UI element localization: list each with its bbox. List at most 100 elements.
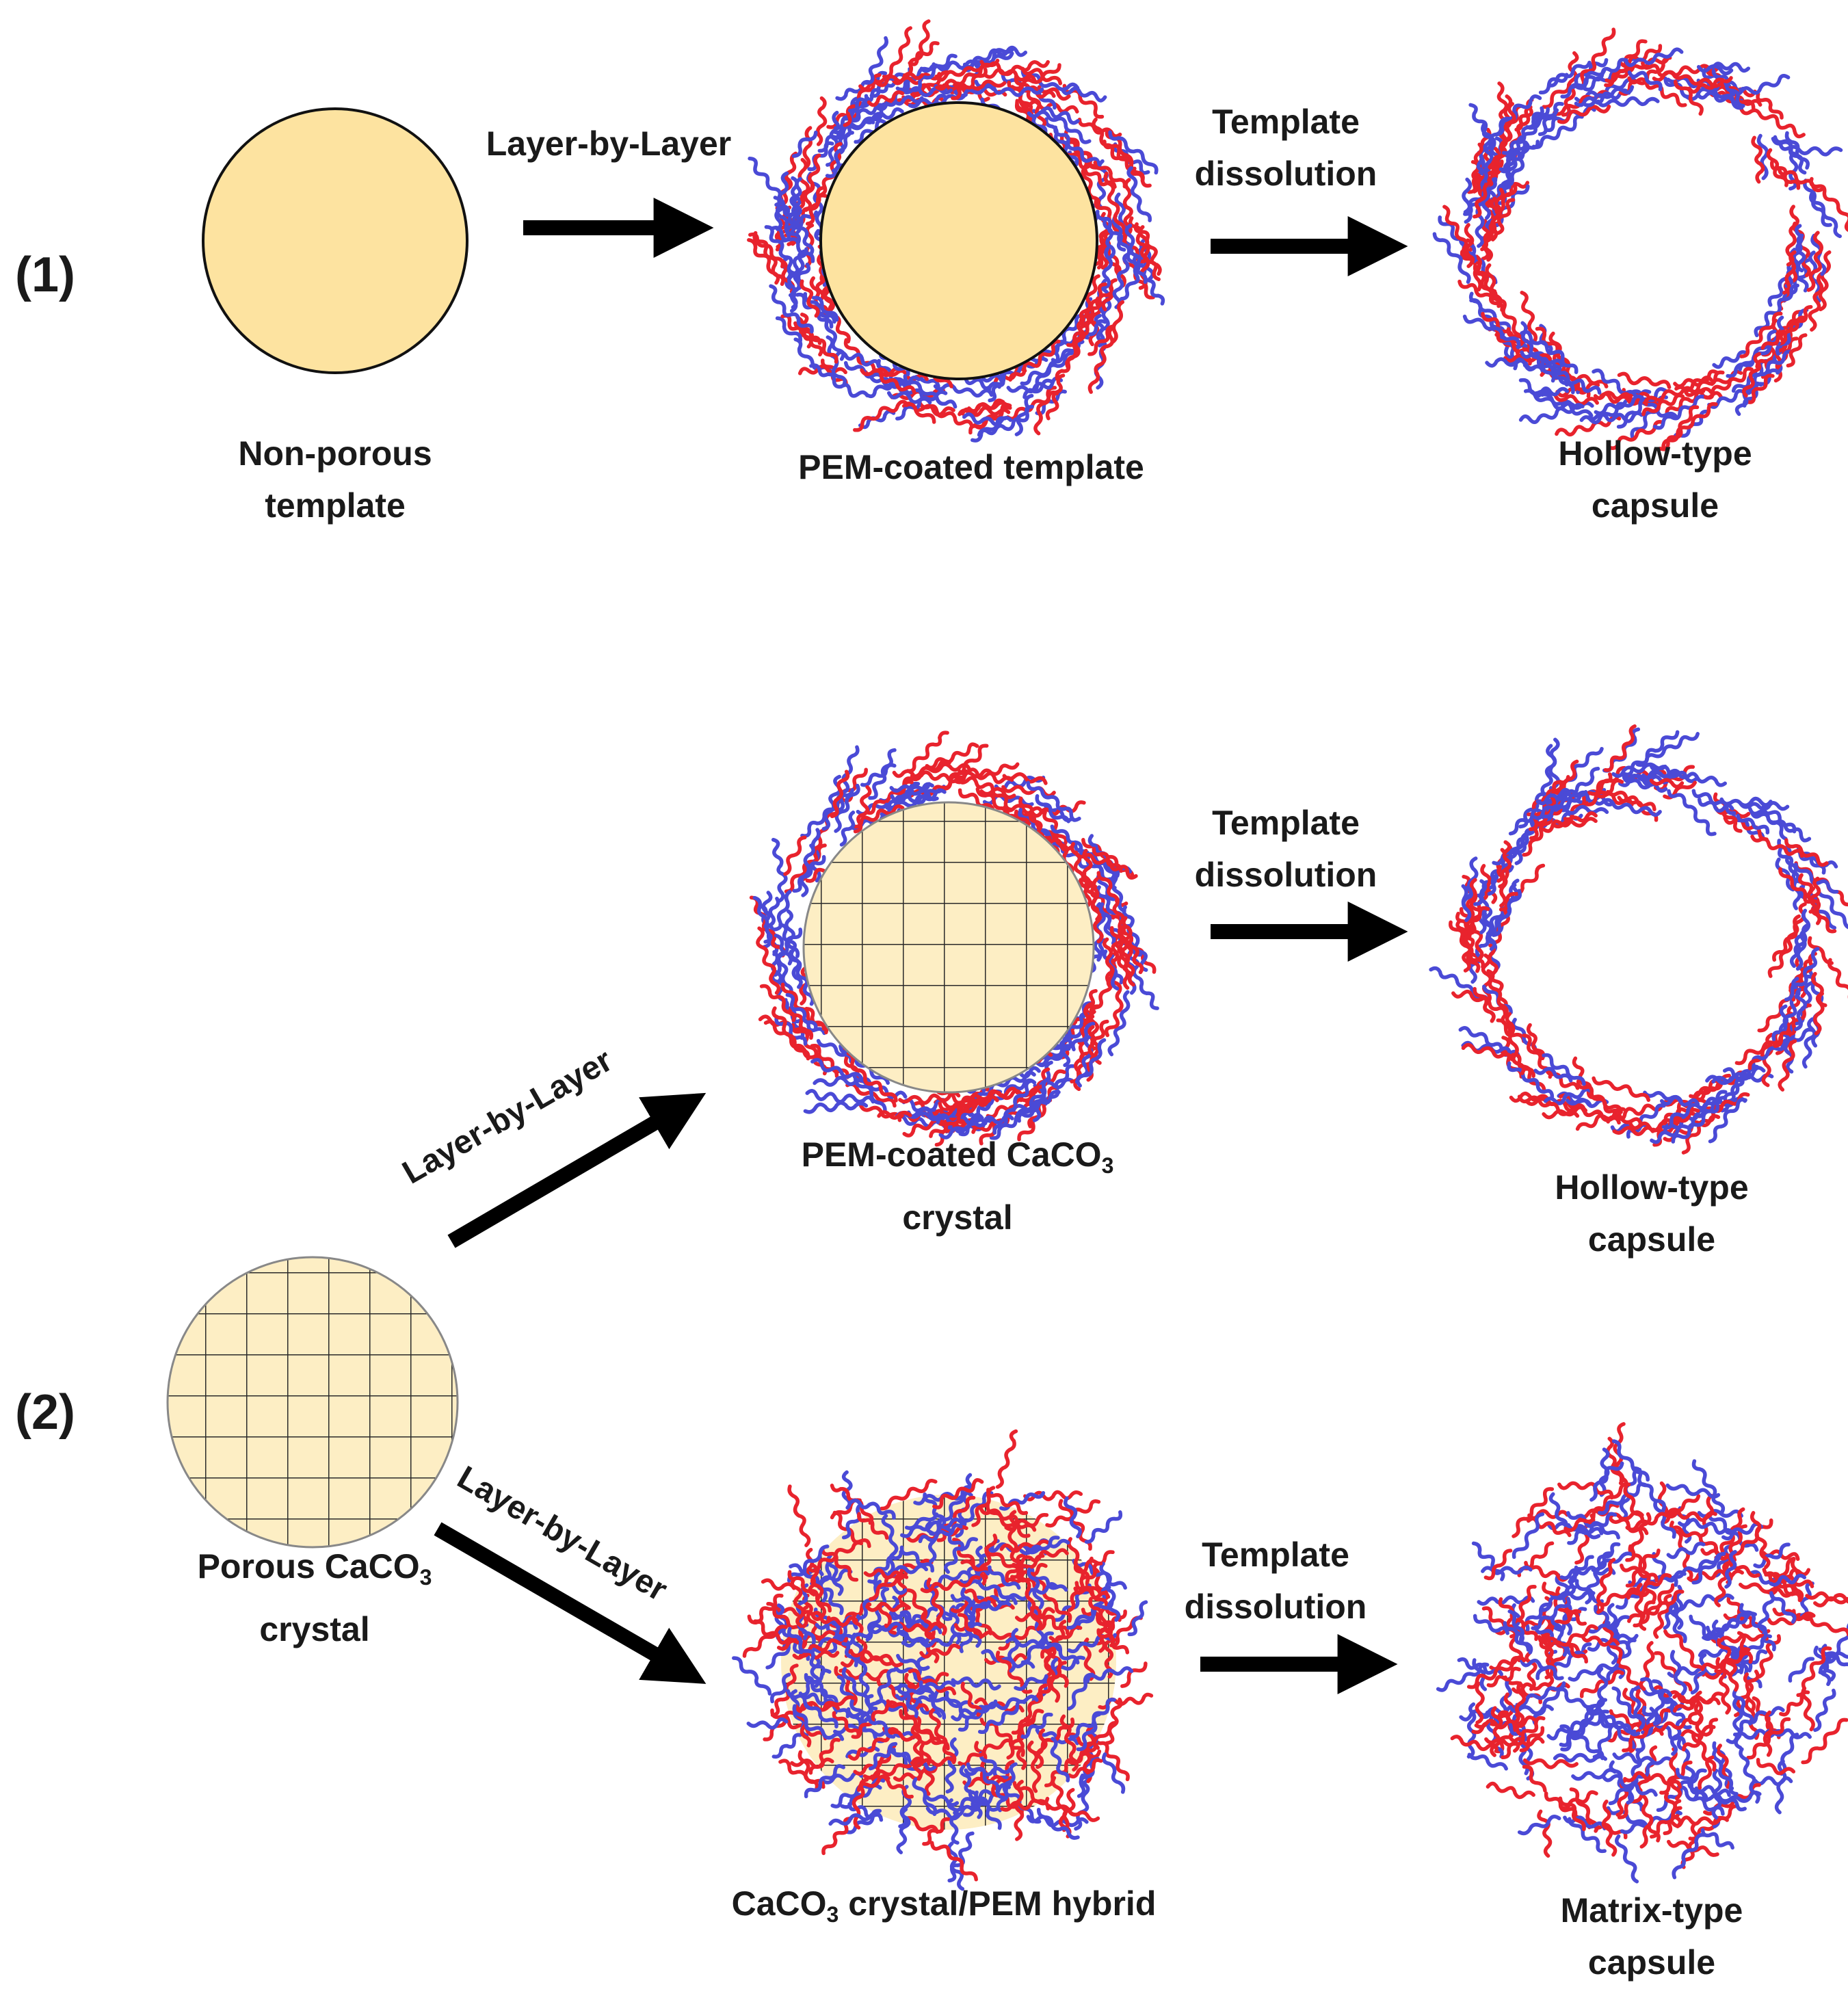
polycation-chain xyxy=(1128,937,1144,975)
polyanion-chain xyxy=(908,94,948,109)
row-label-1: (1) xyxy=(15,248,75,302)
polycation-chain xyxy=(934,64,984,82)
polycation-chain xyxy=(1473,181,1492,219)
hollow-capsule-1 xyxy=(1432,27,1848,451)
polyanion-chain xyxy=(1818,1647,1848,1667)
polycation-chain xyxy=(1495,102,1516,159)
polyanion-chain xyxy=(1612,1752,1674,1765)
polycation-chain xyxy=(1778,1039,1797,1092)
polyanion-chain xyxy=(1650,1114,1703,1144)
polycation-chain xyxy=(960,1681,982,1717)
polycation-chain xyxy=(756,926,781,995)
polyanion-chain xyxy=(1067,1672,1094,1711)
polycation-chain xyxy=(1040,1625,1083,1659)
polyanion-chain xyxy=(1712,350,1747,369)
polycation-chain xyxy=(1542,1581,1571,1620)
polyanion-chain xyxy=(854,118,886,144)
polycation-chain xyxy=(1782,250,1797,295)
polycation-chain xyxy=(810,1611,858,1627)
polyanion-chain xyxy=(1567,1512,1618,1545)
polyanion-chain xyxy=(888,1611,942,1635)
polycation-chain xyxy=(1501,1036,1535,1078)
polycation-chain xyxy=(1644,386,1713,404)
polyanion-chain xyxy=(774,934,793,966)
polyanion-chain xyxy=(899,86,953,98)
polyanion-chain xyxy=(1044,1635,1080,1665)
polycation-chain xyxy=(1581,1634,1620,1647)
polyanion-chain xyxy=(1606,1806,1649,1828)
polyanion-chain xyxy=(1566,1097,1609,1108)
polyanion-chain xyxy=(1520,321,1556,383)
polyanion-chain xyxy=(928,1694,974,1709)
polyanion-chain xyxy=(1750,810,1812,843)
polycation-chain xyxy=(830,769,850,819)
polycation-chain xyxy=(975,787,1010,819)
polyanion-chain xyxy=(1678,1518,1735,1536)
polyanion-chain xyxy=(1006,376,1064,394)
polyanion-chain xyxy=(1053,313,1085,365)
polycation-chain xyxy=(970,79,1007,91)
polyanion-chain xyxy=(1587,1633,1639,1652)
polycation-chain xyxy=(787,1570,832,1613)
polyanion-chain xyxy=(827,1614,860,1654)
polyanion-chain xyxy=(1563,1815,1607,1830)
polyanion-chain xyxy=(1074,1038,1107,1084)
polycation-chain xyxy=(1498,840,1512,889)
polyanion-chain xyxy=(1035,794,1070,824)
polyanion-chain xyxy=(959,1764,983,1819)
polyanion-chain xyxy=(1673,1593,1734,1611)
polyanion-chain xyxy=(864,1668,897,1722)
polyanion-chain xyxy=(850,1632,870,1696)
polyanion-chain xyxy=(1627,70,1663,92)
polycation-chain xyxy=(1673,79,1704,116)
polycation-chain xyxy=(1641,61,1677,77)
polyanion-chain xyxy=(1553,1752,1608,1763)
polycation-chain xyxy=(1745,373,1775,404)
polyanion-chain xyxy=(1711,68,1745,108)
polycation-chain xyxy=(1520,291,1538,344)
polycation-chain xyxy=(899,1709,950,1751)
polycation-chain xyxy=(1096,1628,1130,1655)
polycation-chain xyxy=(902,19,931,77)
polycation-chain xyxy=(1027,1740,1042,1793)
polyanion-chain xyxy=(1515,1681,1566,1708)
polycation-chain xyxy=(1601,1800,1618,1857)
polyanion-chain xyxy=(1585,1615,1630,1634)
polycation-chain xyxy=(783,835,807,876)
polycation-chain xyxy=(908,41,940,66)
polyanion-chain xyxy=(1665,1483,1721,1499)
polycation-chain xyxy=(882,26,912,79)
polyanion-chain xyxy=(1589,1461,1624,1502)
step-label-dissolution-2: Template dissolution xyxy=(1194,804,1377,894)
polycation-chain xyxy=(1104,972,1124,1038)
polyanion-chain xyxy=(923,1492,952,1532)
polyanion-chain xyxy=(1738,329,1777,371)
polyanion-chain xyxy=(1659,1095,1700,1107)
polycation-chain xyxy=(1088,1010,1102,1065)
polyanion-chain xyxy=(784,909,800,958)
polyanion-chain xyxy=(1592,798,1662,817)
polycation-chain xyxy=(752,231,785,287)
polyanion-chain xyxy=(1076,1712,1102,1752)
polyanion-chain xyxy=(770,226,815,263)
polycation-chain xyxy=(820,1546,859,1582)
polyanion-chain xyxy=(810,1057,863,1080)
polycation-chain xyxy=(1599,392,1648,406)
polycation-chain xyxy=(797,157,810,195)
polyanion-chain xyxy=(902,1637,944,1648)
polycation-chain xyxy=(956,775,1014,812)
polycation-chain xyxy=(1786,333,1808,368)
polycation-chain xyxy=(905,1816,940,1834)
polycation-chain xyxy=(1457,279,1494,302)
polycation-chain xyxy=(1466,1655,1522,1689)
polyanion-chain xyxy=(828,1811,883,1826)
pem-coated-caco3-core xyxy=(802,801,1095,1094)
polyanion-chain xyxy=(897,1683,919,1719)
polyanion-chain xyxy=(839,811,856,847)
polycation-chain xyxy=(863,1568,903,1580)
polyanion-chain xyxy=(1809,192,1842,239)
polyanion-chain xyxy=(787,1544,830,1583)
polycation-chain xyxy=(1043,1648,1061,1703)
polyanion-chain xyxy=(1729,73,1791,96)
polyanion-chain xyxy=(1060,86,1107,103)
